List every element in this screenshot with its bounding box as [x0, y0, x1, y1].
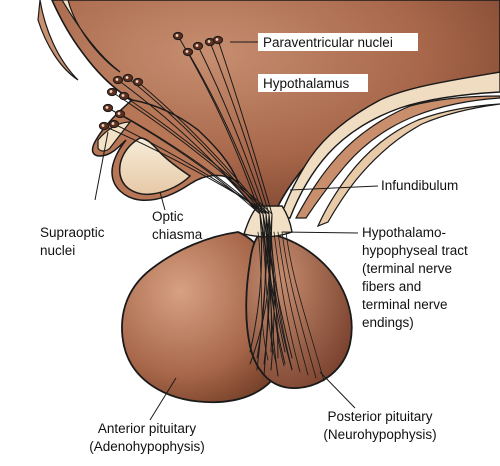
tract-line-4: fibers and	[362, 279, 422, 294]
neuron-soma	[182, 47, 194, 57]
upper-membrane	[61, 0, 121, 73]
tract-line-2: hypophyseal tract	[362, 243, 468, 258]
anterior-line-2: (Adenohypophysis)	[89, 439, 205, 454]
neuron-soma	[98, 121, 110, 131]
terminal-nerve-fiber	[285, 231, 325, 382]
optic-chiasma-line-1: Optic	[152, 209, 184, 224]
upper-left-ridge	[37, 0, 79, 81]
nerve-fiber	[119, 113, 279, 359]
supraoptic-line-2: nuclei	[40, 243, 76, 258]
terminal-nerve-fiber	[281, 231, 317, 379]
hypothalamo-hypophyseal-fibers	[103, 35, 325, 382]
neuron-soma	[102, 103, 114, 113]
posterior-line-1: Posterior pituitary	[327, 409, 433, 424]
infundibulum-leader	[289, 185, 379, 191]
nerve-fiber	[107, 107, 273, 353]
anterior-line-1: Anterior pituitary	[97, 421, 197, 436]
tract-label: Hypothalamo- hypophyseal tract (terminal…	[362, 224, 468, 332]
tract-line-6: endings)	[362, 315, 414, 330]
neuron-cell-bodies	[98, 31, 224, 131]
infundibulum-label: Infundibulum	[381, 178, 459, 193]
neuron-soma	[192, 41, 204, 51]
nerve-fiber	[103, 125, 293, 371]
optic-chiasma-line-2: chiasma	[152, 227, 203, 242]
tract-line-3: (terminal nerve	[362, 261, 453, 276]
anterior-leader	[149, 377, 177, 421]
neuron-soma	[122, 73, 134, 83]
neuron-soma	[114, 109, 126, 119]
terminal-nerve-fiber	[261, 231, 277, 364]
nerve-fiber	[123, 95, 273, 377]
posterior-leader	[319, 371, 356, 409]
neuron-soma	[132, 77, 144, 87]
right-membrane-2	[294, 95, 500, 219]
tract-line-1: Hypothalamo-	[362, 225, 447, 240]
paraventricular-label-bg	[258, 33, 418, 51]
hypothalamus-label: Hypothalamus	[263, 76, 350, 91]
tract-leader	[281, 231, 359, 234]
terminal-nerve-fiber	[257, 231, 269, 361]
terminal-nerve-fiber	[269, 231, 293, 370]
optic-chiasma-label: Optic chiasma	[152, 208, 202, 244]
paraventricular-label: Paraventricular nuclei	[263, 35, 393, 50]
optic-chiasma-body	[118, 137, 192, 196]
neuron-soma	[212, 35, 224, 45]
anterior-pituitary-label: Anterior pituitary (Adenohypophysis)	[72, 420, 222, 456]
optic-chiasma-leader	[159, 191, 166, 211]
terminal-nerve-fiber	[273, 231, 301, 373]
posterior-line-2: (Neurohypophysis)	[323, 427, 437, 442]
neuron-soma	[106, 87, 118, 97]
terminal-nerve-fiber	[277, 231, 309, 376]
hypothalamus-label-bg	[258, 74, 368, 92]
supraoptic-label: Supraoptic nuclei	[40, 224, 105, 260]
supraoptic-line-1: Supraoptic	[40, 225, 105, 240]
leader-lines	[94, 41, 379, 421]
neuron-soma	[118, 91, 130, 101]
right-membrane-3	[316, 103, 500, 228]
neuron-soma	[172, 31, 184, 41]
nerve-fiber	[117, 79, 286, 353]
tract-line-5: terminal nerve	[362, 297, 448, 312]
neuron-soma	[204, 37, 216, 47]
posterior-pituitary-label: Posterior pituitary (Neurohypophysis)	[310, 408, 450, 444]
supraoptic-leader	[94, 131, 109, 201]
terminal-nerve-fiber	[265, 231, 285, 367]
neuron-soma	[108, 119, 120, 129]
neuron-soma	[112, 75, 124, 85]
